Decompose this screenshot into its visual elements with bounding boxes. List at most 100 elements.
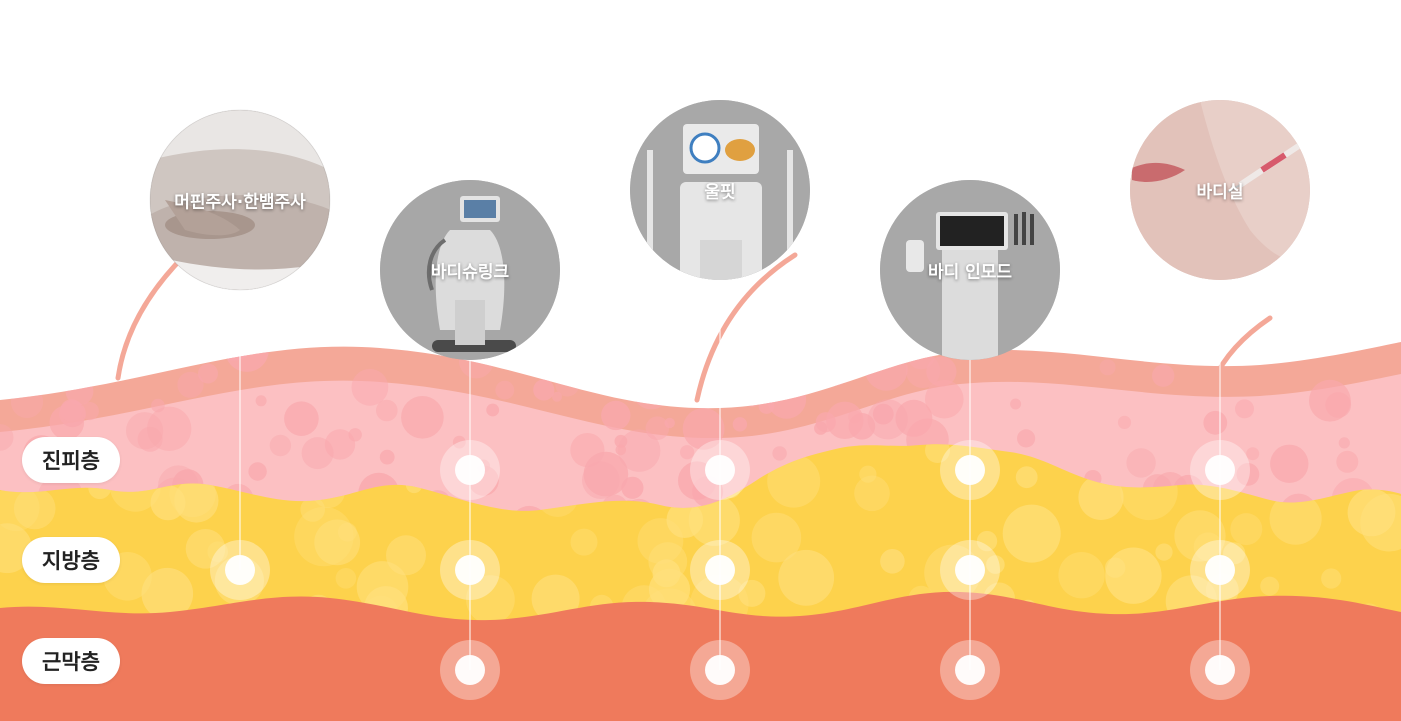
fat-bubble bbox=[207, 541, 228, 562]
strand-curve-3 bbox=[1211, 315, 1273, 383]
treatment-name-bodysil: 바디실 bbox=[1196, 182, 1244, 203]
dermis-bubble bbox=[452, 435, 466, 449]
dermis-bubble bbox=[583, 451, 629, 497]
treatment-circle-bodysil[interactable] bbox=[1130, 100, 1310, 280]
fat-bubble bbox=[1174, 510, 1226, 562]
fat-bubble bbox=[300, 497, 326, 522]
dermis-bubble bbox=[0, 424, 14, 451]
fat-bubble bbox=[1269, 492, 1322, 545]
fat-bubble bbox=[859, 465, 877, 483]
dermis-bubble bbox=[925, 379, 964, 419]
dermis-bubble bbox=[1152, 364, 1175, 387]
dermis-bubble bbox=[582, 461, 620, 500]
dermis-bubble bbox=[872, 403, 894, 425]
dermis-bubble bbox=[645, 416, 670, 441]
fat-bubble bbox=[335, 568, 357, 589]
dermis-bubble bbox=[732, 417, 748, 432]
dermis-bubble bbox=[214, 342, 255, 361]
dermis-bubble bbox=[137, 426, 163, 452]
fat-bubble bbox=[986, 555, 1005, 574]
fat-bubble bbox=[356, 561, 409, 613]
fat-bubble bbox=[1230, 513, 1263, 546]
dermis-bubble bbox=[861, 345, 887, 370]
dermis-bubble bbox=[1338, 437, 1350, 449]
dermis-bubble bbox=[1117, 415, 1132, 429]
treatment-circle-inmode[interactable] bbox=[880, 180, 1060, 360]
dermis-bubble bbox=[1236, 463, 1260, 486]
fat-bubble bbox=[570, 528, 598, 556]
dermis-bubble bbox=[594, 342, 640, 378]
dermis-bubble bbox=[614, 434, 628, 448]
fat-bubble bbox=[141, 567, 194, 620]
dermis-bubble bbox=[229, 342, 243, 354]
dermis-bubble bbox=[867, 399, 908, 440]
dermis-bubble bbox=[1309, 379, 1351, 422]
dermis-bubble bbox=[634, 357, 662, 385]
dermis-bubble bbox=[177, 371, 204, 398]
dermis-bubble bbox=[518, 343, 547, 373]
dermis-bubble bbox=[861, 353, 875, 367]
dermis-bubble bbox=[401, 396, 444, 439]
dermis-bubble bbox=[92, 365, 106, 379]
dermis-bubble bbox=[495, 380, 515, 400]
dermis-bubble bbox=[533, 379, 555, 401]
fat-bubble bbox=[880, 549, 905, 574]
dermis-bubble bbox=[301, 437, 334, 470]
dermis-bubble bbox=[1336, 450, 1359, 473]
treatment-circle-bodyshrink[interactable] bbox=[380, 180, 560, 360]
dermis-bubble bbox=[10, 385, 44, 419]
fat-bubble bbox=[174, 478, 219, 523]
fat-bubble bbox=[1155, 543, 1173, 561]
fat-bubble bbox=[294, 506, 354, 567]
fat-bubble bbox=[1360, 493, 1401, 552]
dermis-bubble bbox=[225, 342, 269, 372]
dermis-bubble bbox=[151, 398, 165, 413]
dermis-bubble bbox=[284, 401, 319, 437]
treatment-circle-ulfit[interactable] bbox=[630, 100, 810, 282]
dermis-bubble bbox=[772, 446, 787, 461]
dermis-bubble bbox=[667, 377, 692, 403]
target-dot bbox=[955, 555, 985, 585]
fat-bubble bbox=[976, 530, 998, 552]
treatment-name-muffin: 머핀주사·한뱀주사 bbox=[174, 192, 306, 213]
dermis-bubble bbox=[682, 342, 703, 361]
dermis-bubble bbox=[1235, 399, 1254, 419]
dermis-bubble bbox=[248, 462, 267, 481]
dermis-bubble bbox=[767, 379, 807, 419]
dermis-bubble bbox=[1270, 444, 1309, 483]
dermis-bubble bbox=[601, 400, 631, 431]
dermis-bubble bbox=[11, 381, 26, 397]
fat-bubble bbox=[738, 579, 766, 607]
dermis-bubble bbox=[486, 403, 500, 417]
fat-bubble bbox=[767, 454, 821, 508]
dermis-bubble bbox=[895, 399, 933, 437]
fat-bubble bbox=[1015, 466, 1038, 489]
fat-bubble bbox=[0, 523, 32, 574]
target-dot bbox=[455, 655, 485, 685]
fat-bubble bbox=[1058, 552, 1105, 599]
dermis-bubble bbox=[615, 444, 627, 456]
dermis-bubble bbox=[682, 407, 725, 450]
layer-label-fat: 지방층 bbox=[22, 537, 120, 583]
target-dot bbox=[955, 655, 985, 685]
target-dot bbox=[1205, 455, 1235, 485]
dermis-bubble bbox=[1126, 448, 1156, 478]
dermis-bubble bbox=[65, 377, 94, 406]
dermis-bubble bbox=[618, 429, 661, 472]
dermis-bubble bbox=[814, 421, 828, 435]
dermis-bubble bbox=[1246, 447, 1260, 461]
dermis-bubble bbox=[1017, 429, 1036, 448]
dermis-bubble bbox=[351, 368, 389, 406]
dermis-bubble bbox=[552, 391, 562, 402]
fat-bubble bbox=[688, 494, 740, 546]
fat-bubble bbox=[1105, 547, 1162, 604]
dermis-bubble bbox=[848, 413, 876, 440]
target-dot bbox=[455, 455, 485, 485]
target-dot bbox=[455, 555, 485, 585]
dermis-bubble bbox=[632, 371, 671, 410]
fat-bubble bbox=[1078, 474, 1124, 520]
fat-bubble bbox=[1321, 568, 1342, 589]
dermis-bubble bbox=[905, 353, 941, 388]
